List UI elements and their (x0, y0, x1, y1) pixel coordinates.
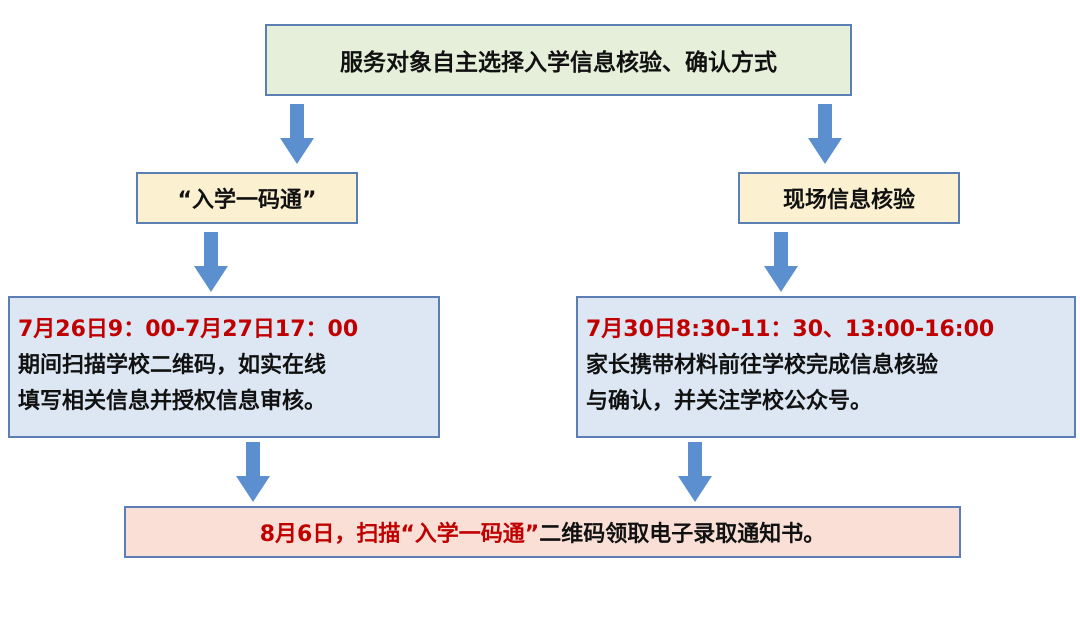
online-method-label: “入学一码通” (177, 188, 317, 213)
final-step-highlight: 8月6日，扫描“入学一码通” (259, 522, 540, 547)
onsite-method-node: 现场信息核验 (738, 172, 960, 224)
online-method-node: “入学一码通” (136, 172, 358, 224)
start-node-text: 服务对象自主选择入学信息核验、确认方式 (340, 50, 777, 76)
arrow-down-icon (280, 104, 314, 164)
final-step-text: 二维码领取电子录取通知书。 (539, 522, 826, 547)
online-detail-line-1: 期间扫描学校二维码，如实在线 (18, 353, 327, 378)
arrow-down-icon (236, 442, 270, 502)
online-method-details: 7月26日9：00-7月27日17：00 期间扫描学校二维码，如实在线 填写相关… (8, 296, 440, 438)
onsite-time-range: 7月30日8:30-11：30、13:00-16:00 (586, 317, 995, 342)
arrow-down-icon (808, 104, 842, 164)
online-detail-line-2: 填写相关信息并授权信息审核。 (18, 389, 327, 414)
final-step-node: 8月6日，扫描“入学一码通” 二维码领取电子录取通知书。 (124, 506, 961, 558)
onsite-detail-line-1: 家长携带材料前往学校完成信息核验 (586, 353, 939, 378)
onsite-detail-line-2: 与确认，并关注学校公众号。 (586, 389, 873, 414)
onsite-method-label: 现场信息核验 (782, 188, 915, 213)
onsite-method-details: 7月30日8:30-11：30、13:00-16:00 家长携带材料前往学校完成… (576, 296, 1076, 438)
start-node: 服务对象自主选择入学信息核验、确认方式 (265, 24, 852, 96)
online-time-range: 7月26日9：00-7月27日17：00 (18, 317, 359, 342)
arrow-down-icon (194, 232, 228, 292)
arrow-down-icon (678, 442, 712, 502)
arrow-down-icon (764, 232, 798, 292)
